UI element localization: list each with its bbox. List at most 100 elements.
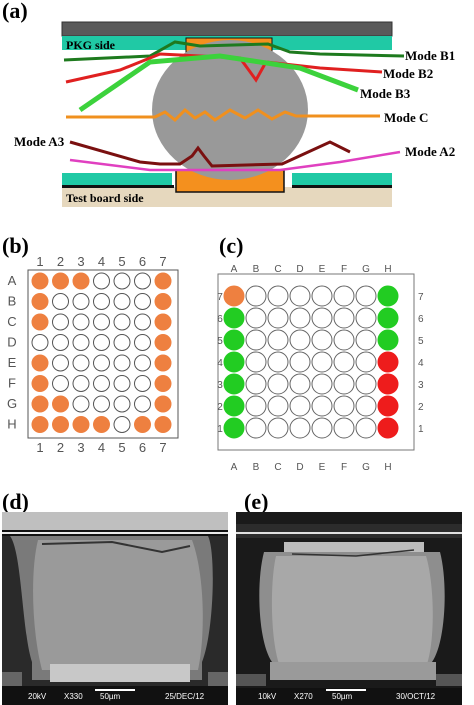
grid-c-ball <box>223 417 245 439</box>
grid-b-ball <box>113 354 131 372</box>
grid-c-ball <box>377 417 399 439</box>
grid-c-col-bottom: F <box>341 462 347 473</box>
grid-c-ball <box>377 351 399 373</box>
grid-c-ball <box>333 417 355 439</box>
panel-e-label: (e) <box>244 489 269 514</box>
grid-b-ball <box>93 313 110 331</box>
grid-b-row-label: E <box>8 355 17 370</box>
grid-b-ball <box>134 416 151 433</box>
panel-a-diagram <box>61 21 405 207</box>
grid-c-ball <box>311 373 333 395</box>
grid-c-row-number-right: 3 <box>418 380 424 391</box>
board-black-right <box>292 185 392 188</box>
mode-b2-line <box>65 52 383 84</box>
grid-b-ball <box>134 334 151 351</box>
grid-c-ball <box>245 351 267 373</box>
grid-c-col-top: G <box>362 264 370 275</box>
grid-c-col-bottom: C <box>274 462 281 473</box>
pkg-substrate <box>61 21 393 37</box>
grid-b-frame <box>27 269 179 439</box>
grid-b-ball <box>93 354 110 372</box>
grid-b-ball <box>93 293 110 310</box>
grid-c-ball <box>311 417 333 439</box>
grid-b-ball <box>154 272 172 290</box>
grid-b-ball <box>113 272 131 290</box>
grid-c-row-text-left: 1 <box>217 424 223 435</box>
grid-c-col-top: F <box>341 264 347 275</box>
grid-b-ball <box>72 313 90 331</box>
board-layer-left <box>62 173 172 185</box>
grid-c-col-top: E <box>319 264 326 275</box>
grid-c-row-number-right: 2 <box>418 402 424 413</box>
grid-c-ball <box>377 329 399 351</box>
grid-b-ball <box>52 354 69 372</box>
panel-e-sem-image <box>236 512 462 705</box>
grid-c-ball <box>333 329 355 351</box>
grid-b-ball <box>134 395 151 413</box>
panel-e-scale: 50µm <box>332 692 353 701</box>
grid-c-ball <box>333 351 355 373</box>
grid-c-row-number-right: 6 <box>418 314 424 325</box>
grid-b-ball <box>31 354 49 372</box>
grid-c-row-text-left: 4 <box>217 358 223 369</box>
grid-b-ball <box>72 334 90 351</box>
grid-c-ball <box>223 307 245 329</box>
grid-b-ball <box>72 395 90 413</box>
grid-c-row-text-left: 5 <box>217 336 223 347</box>
grid-c-row-text-left: 3 <box>217 380 223 391</box>
mode-b3-label: Mode B3 <box>360 86 411 101</box>
grid-c-row-number-right: 7 <box>418 292 424 303</box>
grid-b-ball <box>31 416 49 433</box>
grid-b-ball <box>113 334 131 351</box>
grid-b-col-top: 5 <box>118 254 125 269</box>
grid-c-col-bottom: B <box>253 462 260 473</box>
grid-b-col-bottom: 1 <box>36 440 43 455</box>
grid-b-ball <box>154 293 172 310</box>
mode-a2-line <box>69 150 401 172</box>
grid-b-col-top: 7 <box>159 254 166 269</box>
grid-c-ball <box>289 285 311 307</box>
grid-c-col-bottom: E <box>319 462 326 473</box>
grid-c-ball <box>333 395 355 417</box>
grid-c-row-number-right: 5 <box>418 336 424 347</box>
grid-b-ball <box>113 395 131 413</box>
grid-b-row-label: C <box>7 314 16 329</box>
grid-c-ball <box>289 373 311 395</box>
grid-c-ball <box>267 417 289 439</box>
grid-b-col-top: 2 <box>57 254 64 269</box>
grid-b-col-bottom: 4 <box>98 440 105 455</box>
grid-b-row-label: D <box>7 335 16 350</box>
grid-c-ball <box>267 307 289 329</box>
grid-b-ball <box>154 354 172 372</box>
grid-c-ball <box>267 329 289 351</box>
grid-c-col-top: B <box>253 264 260 275</box>
grid-b-ball <box>154 375 172 392</box>
grid-b-ball <box>93 416 110 433</box>
grid-c-row-number-right: 4 <box>418 358 424 369</box>
grid-c-ball <box>245 285 267 307</box>
grid-b-row-label: B <box>8 294 17 309</box>
panel-d-scale: 50µm <box>100 692 121 701</box>
grid-b-col-top: 6 <box>139 254 146 269</box>
grid-b-ball <box>52 313 69 331</box>
grid-b-ball <box>31 293 49 310</box>
grid-b-ball <box>72 416 90 433</box>
mode-a3-label: Mode A3 <box>14 134 65 149</box>
grid-b-ball <box>72 354 90 372</box>
grid-c-ball <box>311 329 333 351</box>
panel-d-mag: X330 <box>64 692 83 701</box>
panel-e-date: 30/OCT/12 <box>396 692 436 701</box>
grid-c-ball <box>377 307 399 329</box>
mode-a2-label: Mode A2 <box>405 144 456 159</box>
grid-c-ball <box>289 351 311 373</box>
grid-b-ball <box>154 416 172 433</box>
grid-c-ball <box>289 329 311 351</box>
pkg-side-label: PKG side <box>66 38 116 52</box>
grid-b-ball <box>52 293 69 310</box>
mode-b2-label: Mode B2 <box>383 66 434 81</box>
panel-a-label: (a) <box>2 0 28 23</box>
grid-c-ball <box>333 307 355 329</box>
grid-b-ball <box>113 416 131 433</box>
grid-b-ball <box>134 313 151 331</box>
